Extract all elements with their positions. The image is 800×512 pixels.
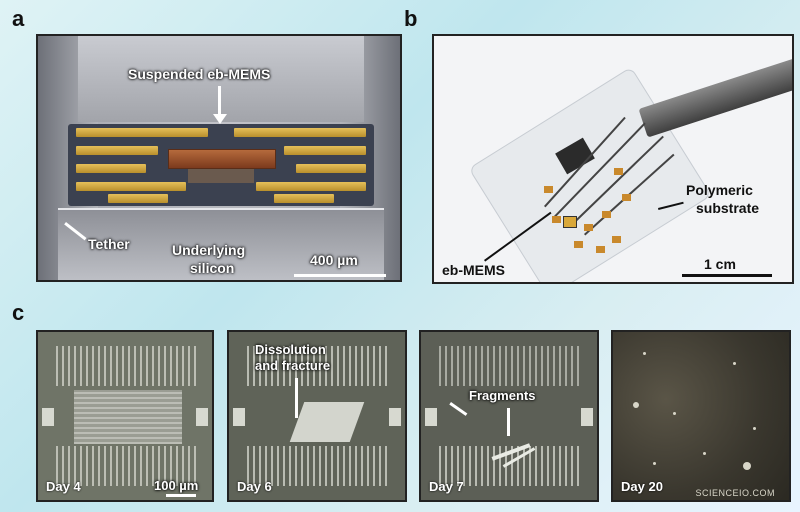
label-fragments: Fragments [469, 388, 536, 403]
scalebar-b [682, 274, 772, 277]
scalebar-label-100um: 100 µm [154, 478, 199, 493]
arrow-fragments-center [507, 408, 510, 436]
label-tether: Tether [88, 236, 130, 252]
scalebar-c [166, 494, 196, 497]
arrow-suspended [218, 86, 221, 116]
panel-letter-c: c [12, 300, 25, 325]
suspended-device [68, 124, 374, 206]
arrow-fragments-left [449, 402, 468, 416]
label-ebmems: eb-MEMS [442, 262, 505, 278]
panel-c-day4: Day 4 100 µm [36, 330, 214, 502]
scalebar-a [294, 274, 386, 277]
label-substrate: substrate [696, 200, 760, 216]
day-label-6: Day 6 [237, 479, 272, 494]
copper-structure [168, 149, 276, 169]
day-label-20: Day 20 [621, 479, 663, 494]
panel-c-day20: Day 20 SCIENCEIO.COM [611, 330, 791, 502]
tweezer-probe [638, 56, 792, 138]
label-dissolution: Dissolution [255, 342, 326, 357]
scalebar-label-1cm: 1 cm [704, 256, 736, 272]
label-polymeric: Polymeric [686, 182, 753, 198]
panel-c-day6: Dissolution and fracture Day 6 [227, 330, 407, 502]
label-underlying: Underlying [172, 242, 246, 258]
fractured-plate [289, 402, 365, 442]
label-suspended-ebmems: Suspended eb-MEMS [128, 66, 271, 82]
panel-letter-b: b [404, 6, 418, 31]
arrow-dissolution [295, 378, 298, 418]
panel-c-day7: Fragments Day 7 [419, 330, 599, 502]
day-label-4: Day 4 [46, 479, 81, 494]
intact-plate [74, 390, 182, 444]
panel-a-sem-image: Suspended eb-MEMS Tether Underlying sili… [36, 34, 402, 282]
panel-letter-a: a [12, 6, 25, 31]
scalebar-label-400um: 400 µm [310, 252, 358, 268]
day-label-7: Day 7 [429, 479, 464, 494]
label-silicon: silicon [190, 260, 235, 276]
label-fracture: and fracture [255, 358, 331, 373]
watermark: SCIENCEIO.COM [695, 488, 775, 498]
panel-b-photo: Polymeric substrate eb-MEMS 1 cm [432, 34, 794, 284]
